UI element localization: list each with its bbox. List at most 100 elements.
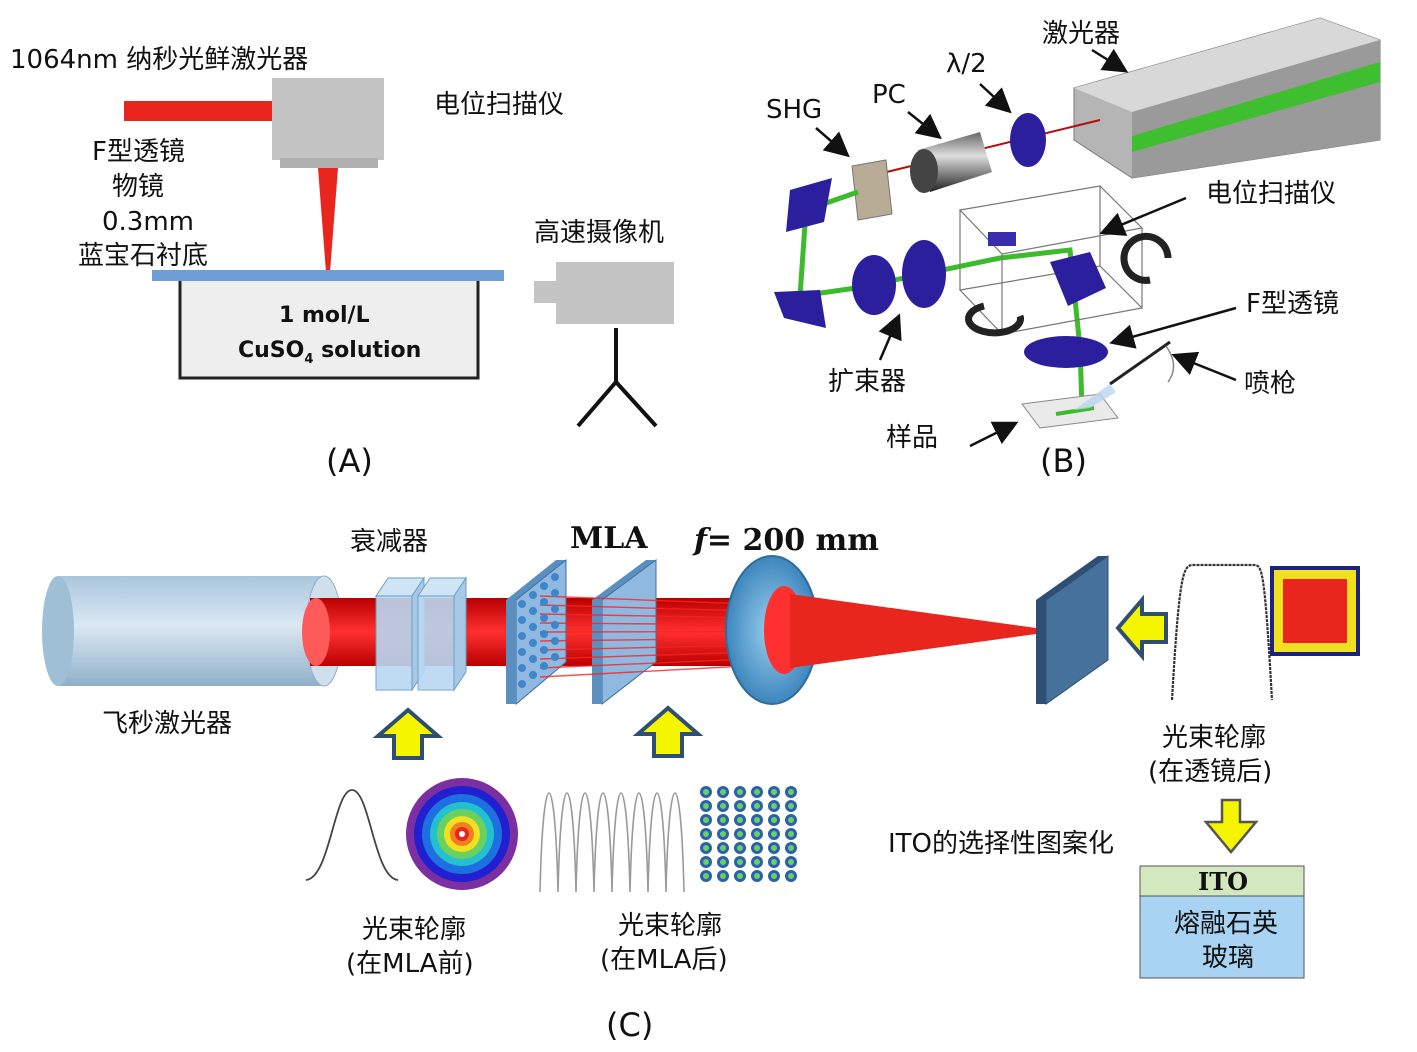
solution-name: CuSO4 solution	[238, 338, 421, 367]
spray-cone	[1074, 384, 1116, 410]
top-hat-profile	[1170, 563, 1274, 701]
solution-container	[178, 281, 480, 380]
beamlet-line	[539, 595, 761, 606]
array-spot-core	[737, 789, 743, 795]
ito-patterning-label: ITO的选择性图案化	[888, 829, 1114, 859]
array-spot-core	[771, 845, 777, 851]
solution-concentration: 1 mol/L	[279, 303, 370, 328]
nozzle-label: 喷枪	[1244, 369, 1296, 399]
glass-label-line2: 玻璃	[1202, 943, 1254, 973]
array-spot-core	[720, 873, 726, 879]
array-spot-core	[788, 845, 794, 851]
galvo-mirror	[1050, 252, 1106, 306]
microlens-dot	[540, 582, 548, 590]
microlens-dot	[551, 605, 559, 613]
panel-b-caption: (B)	[1040, 442, 1087, 480]
microlens-dot	[540, 598, 548, 606]
arrow-up-mla	[632, 705, 704, 758]
panel-a: 1064nm 纳秒光鲜激光器 电位扫描仪 F型透镜 物镜 0.3mm 蓝宝石衬底…	[10, 45, 674, 480]
panel-a-caption: (A)	[326, 442, 373, 480]
scanner-arrow-b	[1099, 196, 1187, 236]
galvo-scanner-box	[272, 78, 384, 160]
beamlet-line	[539, 637, 761, 642]
shg-arrow	[815, 127, 850, 158]
gaussian-profile	[305, 789, 399, 881]
array-spot-core	[771, 803, 777, 809]
rotation-arrow-right	[1120, 232, 1172, 284]
beamlet-line	[539, 644, 761, 651]
array-spot-core	[737, 803, 743, 809]
attenuator-plate-1	[375, 576, 425, 692]
microlens-dot	[551, 621, 559, 629]
array-spot-core	[788, 831, 794, 837]
galvo-scanner-base	[280, 158, 378, 168]
microlens-dot	[529, 623, 537, 631]
sample-arrow	[969, 421, 1019, 448]
beamlet-line	[539, 622, 761, 626]
array-spot-core	[788, 859, 794, 865]
nozzle-hose	[1165, 345, 1175, 383]
camera-label: 高速摄像机	[534, 218, 664, 248]
gaussian-spot	[406, 778, 518, 890]
profile-after-mla-line2: (在MLA后)	[600, 945, 728, 975]
f-lens-arrow-b	[1109, 306, 1237, 349]
pockels-cell-end	[910, 149, 938, 193]
mla-beamlets	[518, 573, 761, 688]
glass-label-line1: 熔融石英	[1174, 909, 1278, 939]
array-spot-core	[754, 859, 760, 865]
microlens-dot	[540, 630, 548, 638]
attenuator-label: 衰减器	[350, 527, 428, 557]
profile-before-mla-line1: 光束轮廓	[362, 915, 466, 945]
microlens-dot	[529, 655, 537, 663]
multi-peak-profile	[539, 792, 685, 893]
expander-arrow	[878, 313, 902, 361]
thickness-label: 0.3mm	[102, 207, 194, 237]
array-spot-core	[754, 789, 760, 795]
sapphire-substrate-label: 蓝宝石衬底	[78, 241, 208, 271]
profile-after-mla-line1: 光束轮廓	[618, 911, 722, 941]
solution-formula: CuSO	[238, 338, 304, 363]
array-spot-core	[737, 817, 743, 823]
microlens-dot	[529, 591, 537, 599]
array-spot-core	[720, 789, 726, 795]
microlens-dot	[540, 646, 548, 654]
microlens-dot	[529, 639, 537, 647]
beamlet-line	[539, 651, 761, 660]
scanner-label: 电位扫描仪	[434, 90, 564, 120]
mirror-top-left	[786, 178, 832, 232]
array-spot-core	[703, 789, 709, 795]
expander-lens-2	[902, 240, 946, 308]
array-spot-core	[788, 803, 794, 809]
fused-silica-substrate	[1139, 895, 1305, 979]
shg-label: SHG	[766, 95, 822, 125]
microlens-dot	[518, 664, 526, 672]
fs-laser-back	[42, 576, 74, 686]
shg-crystal	[851, 159, 893, 221]
microlens-dot	[551, 573, 559, 581]
half-wave-label: λ/2	[946, 49, 987, 79]
camera-body	[556, 262, 674, 324]
expander-lens-1	[852, 255, 896, 315]
microlens-dot	[518, 616, 526, 624]
array-spot-core	[754, 803, 760, 809]
focal-length-label: f= 200 mm	[692, 523, 879, 558]
array-spot-core	[720, 803, 726, 809]
array-spot-core	[754, 831, 760, 837]
beamlet-line	[539, 604, 761, 612]
fs-beam-start	[302, 598, 330, 666]
microlens-dot	[529, 607, 537, 615]
microlens-dot	[540, 662, 548, 670]
half-wave-arrow	[979, 83, 1012, 114]
f-theta-lens-b	[1024, 336, 1108, 368]
focused-beam	[318, 168, 338, 272]
microlens-dot	[551, 637, 559, 645]
profile-before-mla-line2: (在MLA前)	[346, 949, 474, 979]
solution-suffix: solution	[313, 338, 421, 363]
target-plate	[1045, 555, 1109, 705]
panel-b: 激光器 λ/2 PC SHG 扩束器	[766, 17, 1381, 480]
galvo-mirror-small	[988, 232, 1016, 246]
array-spot-core	[754, 873, 760, 879]
pc-label: PC	[872, 80, 906, 110]
array-spot-core	[720, 817, 726, 823]
panel-c-caption: (C)	[606, 1006, 653, 1044]
